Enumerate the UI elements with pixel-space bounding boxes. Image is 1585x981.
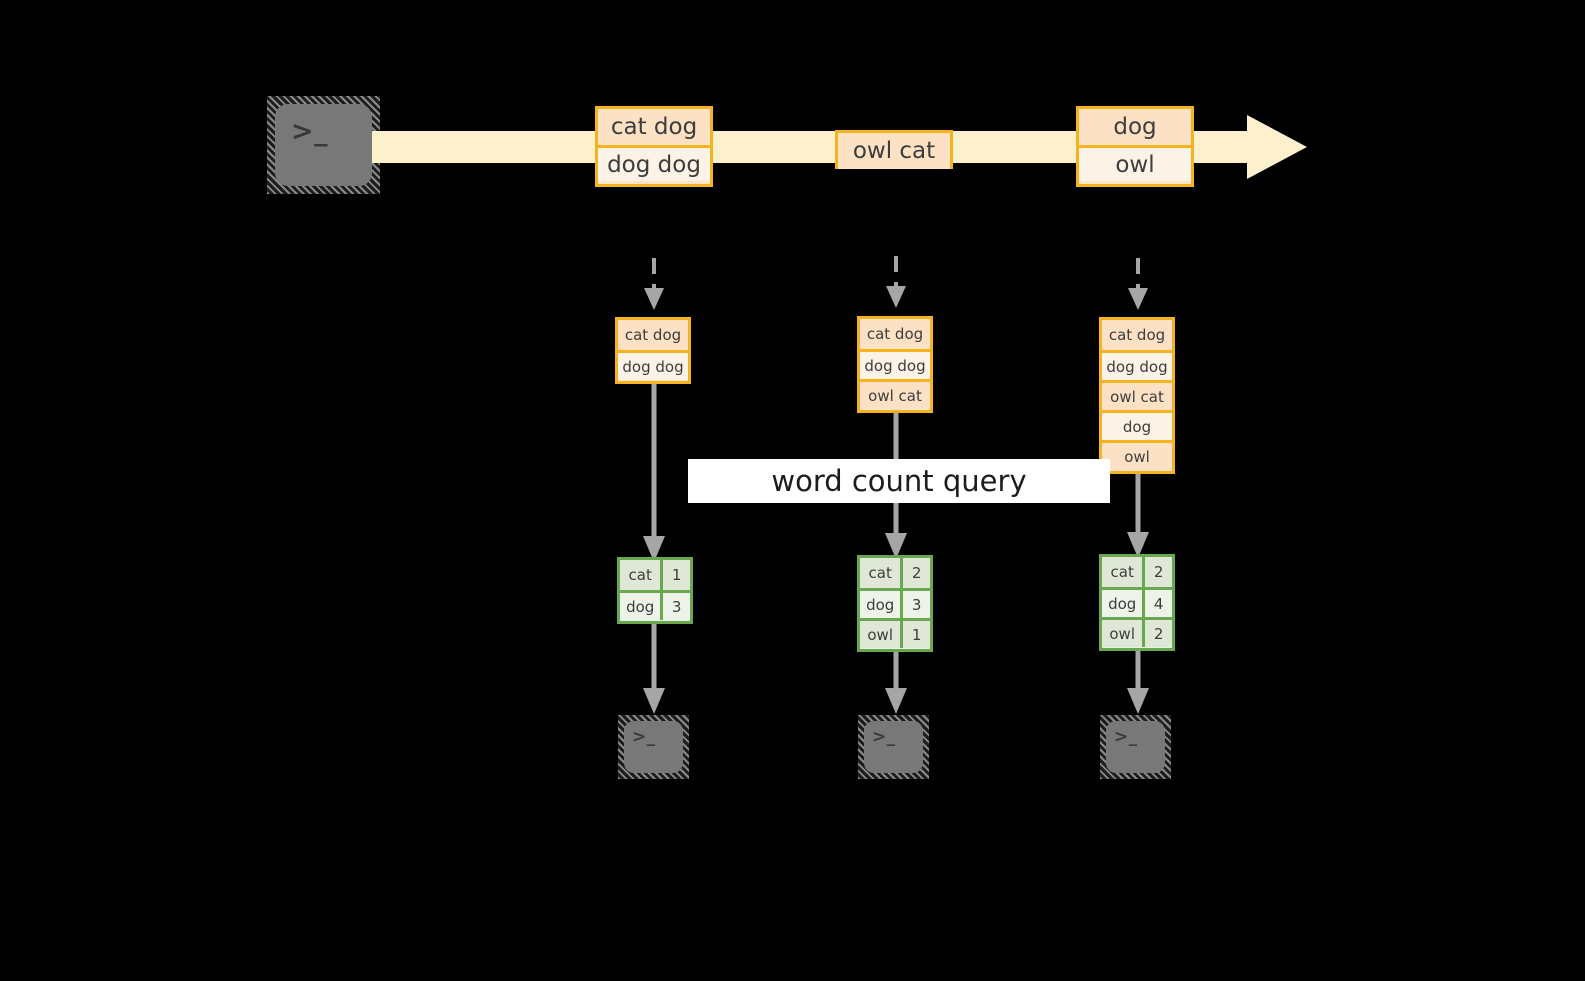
- terminal-prompt: >_: [872, 727, 896, 747]
- table-row: cat dog: [618, 320, 688, 350]
- batch-3-sink-terminal-icon: >_: [1100, 715, 1171, 779]
- source-terminal-icon: >_: [267, 96, 380, 194]
- batch-3-input-table: cat dog dog dog owl cat dog owl: [1099, 317, 1175, 474]
- batch-2-input-table: cat dog dog dog owl cat: [857, 316, 933, 413]
- stream-to-batch-2-arrow: [883, 256, 909, 312]
- result-count: 1: [900, 621, 930, 648]
- terminal-screen: [275, 104, 372, 186]
- result-count: 4: [1142, 590, 1172, 617]
- result-word: cat: [628, 566, 652, 584]
- result-count: 1: [660, 560, 690, 590]
- table-row: dog dog: [618, 350, 688, 380]
- table-row: dog 4: [1102, 587, 1172, 617]
- batch-1-sink-arrow: [641, 624, 667, 716]
- table-row: dog dog: [1102, 350, 1172, 380]
- result-word: cat: [1110, 563, 1134, 581]
- result-count: 2: [1142, 620, 1172, 647]
- table-row: cat dog: [1102, 320, 1172, 350]
- result-count: 2: [1142, 557, 1172, 587]
- table-row: owl 1: [860, 618, 930, 648]
- stream-event-2: owl cat: [835, 130, 953, 169]
- terminal-prompt: >_: [291, 116, 329, 147]
- table-row: dog 3: [620, 590, 690, 620]
- stream-event-3-line-2: owl: [1079, 145, 1191, 181]
- result-word: dog: [866, 595, 895, 614]
- terminal-screen: [1106, 721, 1165, 773]
- result-word: owl: [867, 625, 893, 644]
- terminal-prompt: >_: [632, 727, 656, 747]
- table-row: owl: [1102, 440, 1172, 470]
- batch-3-sink-arrow: [1125, 651, 1151, 716]
- table-row: cat 2: [860, 558, 930, 588]
- batch-1-input-table: cat dog dog dog: [615, 317, 691, 384]
- result-word: owl: [1109, 624, 1135, 643]
- table-row: cat 2: [1102, 557, 1172, 587]
- table-row: dog: [1102, 410, 1172, 440]
- result-count: 2: [900, 558, 930, 588]
- stream-event-1-line-2: dog dog: [598, 145, 710, 181]
- stream-event-1-line-1: cat dog: [598, 109, 710, 145]
- table-row: owl cat: [860, 379, 930, 409]
- batch-2-sink-terminal-icon: >_: [858, 715, 929, 779]
- table-row: dog 3: [860, 588, 930, 618]
- stream-event-1: cat dog dog dog: [595, 106, 713, 187]
- batch-1-result-table: cat 1 dog 3: [617, 557, 693, 624]
- batch-3-result-table: cat 2 dog 4 owl 2: [1099, 554, 1175, 651]
- table-row: dog dog: [860, 349, 930, 379]
- result-count: 3: [900, 591, 930, 618]
- result-word: dog: [1108, 594, 1137, 613]
- result-word: cat: [868, 564, 892, 582]
- batch-2-result-table: cat 2 dog 3 owl 1: [857, 555, 933, 652]
- stream-event-2-line-1: owl cat: [838, 133, 950, 169]
- batch-3-query-arrow: [1125, 474, 1151, 560]
- terminal-prompt: >_: [1114, 727, 1138, 747]
- terminal-screen: [624, 721, 683, 773]
- result-count: 3: [660, 593, 690, 620]
- table-row: cat 1: [620, 560, 690, 590]
- stream-to-batch-3-arrow: [1125, 258, 1151, 314]
- stream-to-batch-1-arrow: [641, 258, 667, 314]
- stream-event-3: dog owl: [1076, 106, 1194, 187]
- batch-1-query-arrow: [641, 384, 667, 564]
- table-row: owl 2: [1102, 617, 1172, 647]
- result-word: dog: [626, 597, 655, 616]
- terminal-screen: [864, 721, 923, 773]
- batch-1-sink-terminal-icon: >_: [618, 715, 689, 779]
- batch-2-sink-arrow: [883, 652, 909, 716]
- stream-event-3-line-1: dog: [1079, 109, 1191, 145]
- table-row: cat dog: [860, 319, 930, 349]
- table-row: owl cat: [1102, 380, 1172, 410]
- query-label: word count query: [688, 459, 1110, 503]
